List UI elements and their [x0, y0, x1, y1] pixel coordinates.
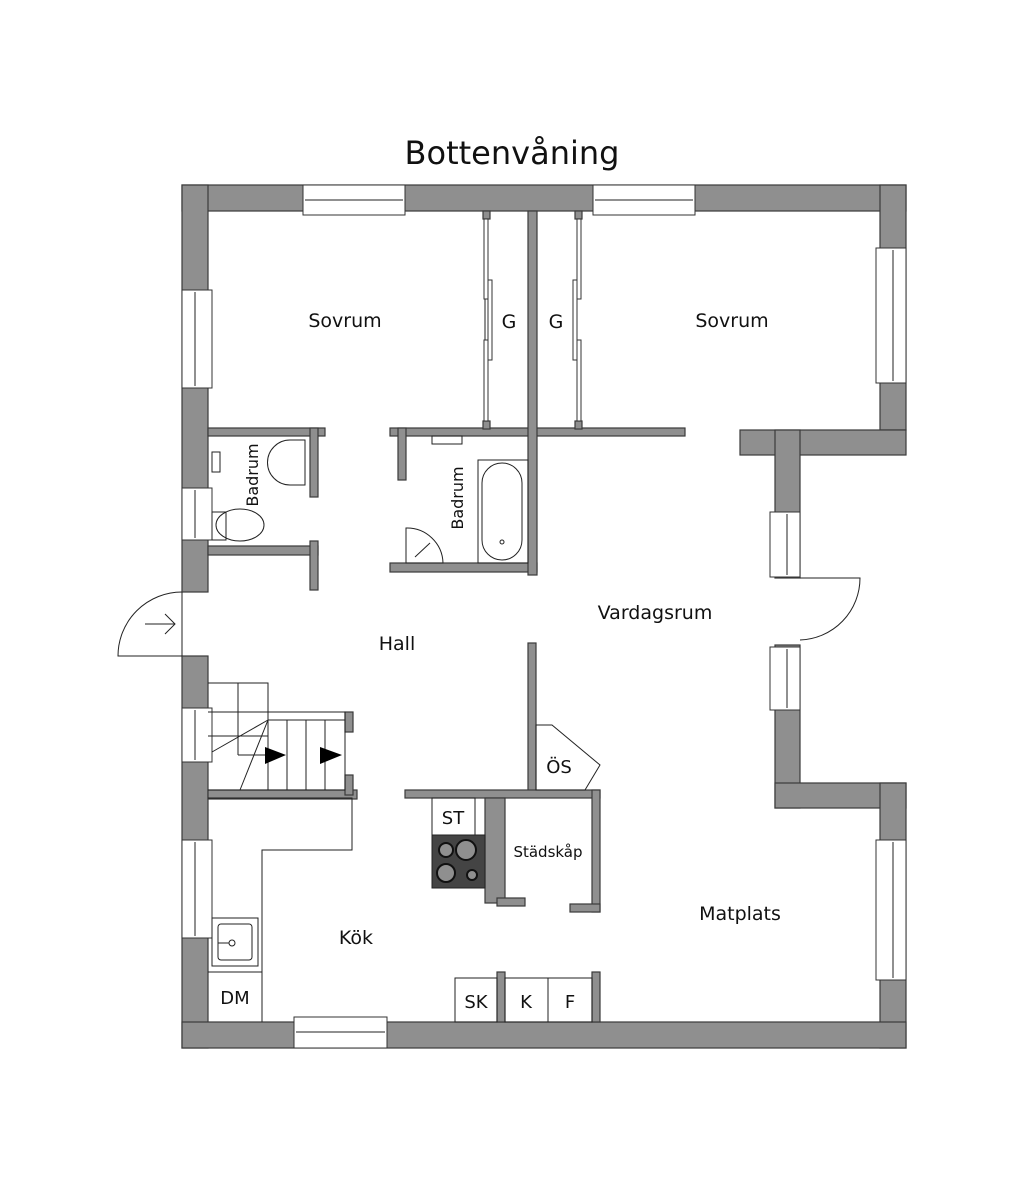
- floor-title: Bottenvåning: [404, 134, 620, 172]
- arrow-right-icon: [145, 613, 176, 635]
- bathroom-fixtures: [211, 435, 529, 564]
- label-closet-left: G: [502, 311, 517, 333]
- label-kok: Kök: [339, 927, 373, 949]
- terrace-door: [799, 577, 861, 641]
- label-sovrum-left: Sovrum: [308, 310, 381, 332]
- label-vardagsrum: Vardagsrum: [598, 602, 713, 624]
- label-badrum-small: Badrum: [243, 443, 262, 506]
- label-sk: SK: [464, 992, 488, 1013]
- corner-sink-icon: [405, 527, 444, 564]
- label-st: ST: [442, 808, 465, 829]
- label-f: F: [565, 992, 575, 1013]
- shower-tap-icon: [211, 451, 221, 473]
- label-hall: Hall: [379, 633, 416, 655]
- label-os: ÖS: [546, 756, 572, 778]
- label-closet-right: G: [549, 311, 564, 333]
- staircase: [208, 682, 346, 791]
- label-dm: DM: [220, 988, 249, 1009]
- entrance-door: [117, 591, 183, 657]
- closet-doors: [483, 218, 582, 422]
- interior-walls: [207, 210, 686, 1023]
- sink-icon: [267, 439, 306, 486]
- kitchen-sink-icon: [211, 917, 259, 967]
- label-stadskap: Städskåp: [513, 843, 582, 861]
- bathtub-icon: [477, 459, 529, 564]
- arrow-right-icon: [320, 747, 342, 764]
- windows: [181, 184, 907, 1049]
- outer-walls: [181, 184, 907, 1049]
- toilet-icon: [215, 508, 265, 542]
- kitchen-fixtures: [208, 724, 601, 1023]
- label-matplats: Matplats: [699, 903, 781, 925]
- label-k: K: [520, 992, 533, 1013]
- arrow-right-icon: [265, 747, 286, 764]
- label-badrum-large: Badrum: [448, 466, 467, 529]
- label-sovrum-right: Sovrum: [695, 310, 768, 332]
- room-labels: Sovrum Sovrum G G Badrum Badrum Hall Var…: [220, 310, 781, 1013]
